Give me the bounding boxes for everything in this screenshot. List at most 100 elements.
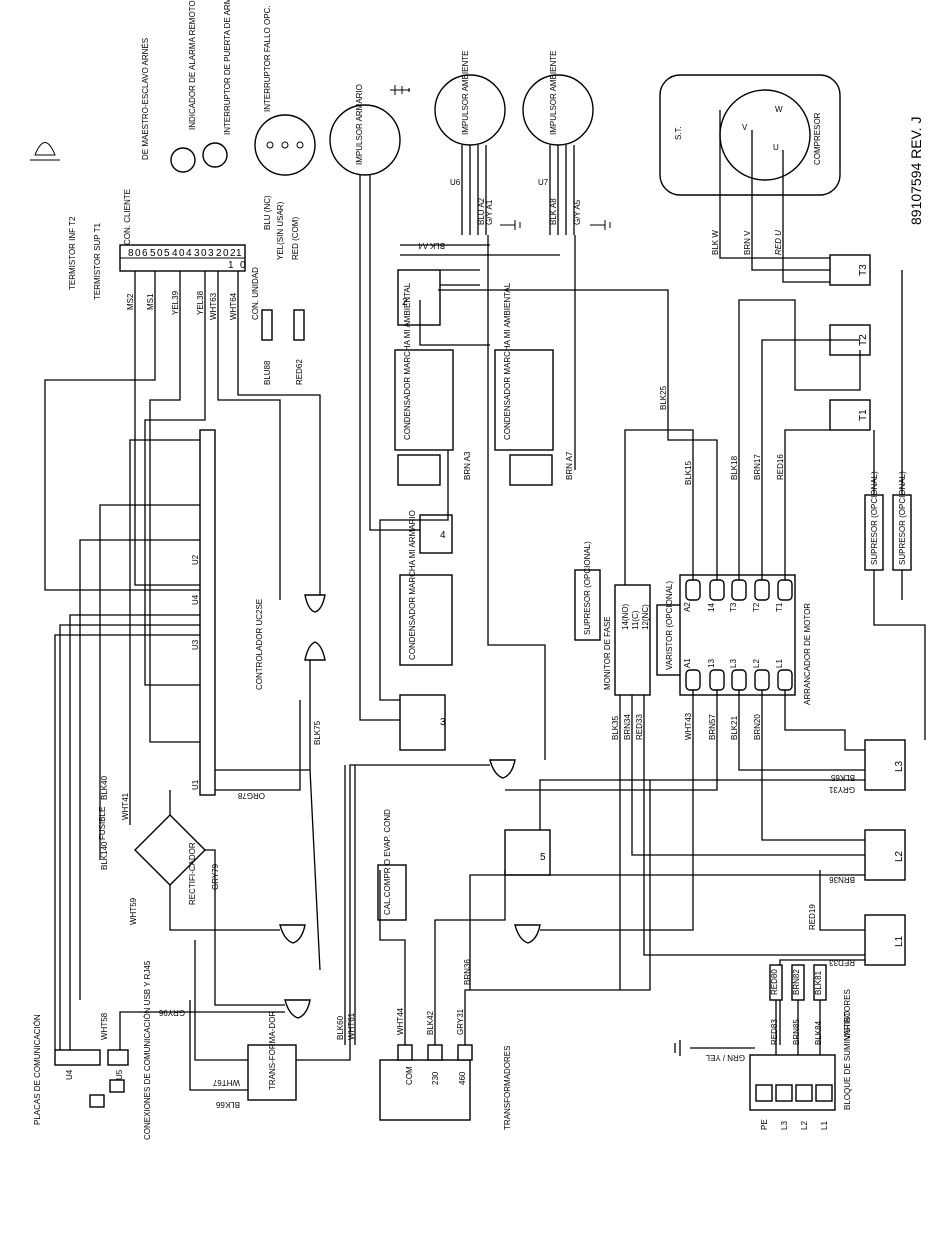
- label-blu-nc: BLU (NC): [263, 195, 272, 230]
- pin-12: 3: [208, 248, 214, 259]
- terminal-u4-comm: U4: [65, 1069, 74, 1080]
- terminal-3: 3: [440, 717, 446, 728]
- terminal-u: U: [773, 143, 779, 152]
- label-blk65: BLK65: [830, 773, 855, 782]
- relay-coil-4: [279, 924, 306, 944]
- alarm-indicator: [170, 147, 196, 173]
- terminal-u5-comm: U5: [115, 1069, 124, 1080]
- terminal-t1: T1: [858, 409, 869, 421]
- varistores-label: VARISTORES: [843, 989, 852, 1040]
- label-blk84: BLK84: [814, 1020, 823, 1045]
- wire-gry31: [464, 780, 651, 1045]
- wire-blk60-wht61: [344, 765, 356, 1045]
- label-wht64: WHT64: [229, 292, 238, 320]
- label-blk18: BLK18: [730, 455, 739, 480]
- wire-a4-a8: [400, 244, 560, 286]
- wire-brn20: [761, 690, 865, 841]
- impulsor-armario-motor: [329, 104, 401, 176]
- fusible-label: FUSIBLE: [98, 807, 107, 840]
- controlador-label: CONTROLADOR UC2SE: [255, 599, 264, 690]
- wire-wht64: [237, 271, 321, 600]
- label-t1: T1: [775, 602, 784, 612]
- terminal-com: COM: [405, 1066, 414, 1085]
- label-org78: ORG78: [237, 791, 265, 800]
- wire-red16: [784, 429, 830, 580]
- con-cliente-label: CON. CLIENTE: [123, 189, 132, 245]
- label-red83: RED83: [770, 1019, 779, 1045]
- transformador-label: TRANS-FORMA-DOR: [268, 1011, 277, 1090]
- label-a1: A1: [683, 658, 692, 668]
- terminal-block-4: [419, 514, 453, 554]
- label-blk140: BLK140: [100, 841, 109, 870]
- terminal-l1: L1: [894, 935, 905, 947]
- condensador-ambiental-2: [494, 349, 554, 451]
- label-blu-a2: BLU A2: [477, 197, 486, 225]
- compressor-label: COMPRESOR: [813, 112, 822, 165]
- label-brn85: BRN85: [792, 1019, 801, 1045]
- label-red-com: RED (COM): [291, 217, 300, 260]
- supresor-opcional-monitor-label: SUPRESOR (OPCIONAL): [583, 541, 592, 635]
- thermistor-sensor-icon: [30, 142, 60, 161]
- label-brn-a7: BRN A7: [565, 451, 574, 480]
- condensador-armario: [399, 574, 453, 666]
- cal-compr-box: [377, 864, 407, 921]
- label-l1: L1: [775, 659, 784, 668]
- wire-brn34: [631, 695, 865, 856]
- supply-label-l2: L2: [800, 1121, 809, 1130]
- wire-red-u: [782, 150, 830, 283]
- transformadores-terminal-230: [427, 1044, 443, 1061]
- contact-14: [709, 579, 725, 601]
- label-t3: T3: [729, 602, 738, 612]
- relay-coil-2: [304, 641, 326, 661]
- condensador-ambiental-2-label: CONDENSADOR MARCHA MI AMBIENTAL: [503, 282, 512, 440]
- supresor-opcional-monitor: [574, 569, 601, 641]
- wire-blk75: [215, 660, 321, 971]
- pin-13: 2: [216, 248, 222, 259]
- supresor-opcional-1-label: SUPRESOR (OPCIONAL): [870, 471, 879, 565]
- supresor-opcional-2-label: SUPRESOR (OPCIONAL): [898, 471, 907, 565]
- label-ms1: MS1: [146, 293, 155, 310]
- label-wht44: WHT44: [396, 1007, 405, 1035]
- label-ms2: MS2: [126, 293, 135, 310]
- label-blk75: BLK75: [313, 720, 322, 745]
- terminal-block-l3: [864, 739, 906, 791]
- supply-terminal-l2: [795, 1084, 813, 1102]
- pin-15: 2: [230, 248, 236, 259]
- label-grn-yel: GRN / YEL: [705, 1053, 745, 1062]
- terminal-460: 460: [458, 1071, 467, 1085]
- wire-brn-v: [751, 130, 830, 271]
- varistor-opcional-label: VARISTOR (OPCIONAL): [665, 581, 674, 670]
- relay-coil-1: [304, 594, 326, 613]
- terminal-u7: U7: [538, 178, 549, 187]
- label-red80: RED80: [770, 969, 779, 995]
- wire-blk40: [99, 504, 200, 860]
- label-blk15: BLK15: [684, 460, 693, 485]
- label-wht58: WHT58: [100, 1012, 109, 1040]
- wire-yel38: [144, 271, 206, 686]
- label-l3: L3: [729, 659, 738, 668]
- conexiones-comunicacion-label: CONEXIONES DE COMUNICACIÓN USB Y RJ45: [143, 960, 152, 1140]
- interruptor-fallo-pin-2: [281, 141, 289, 149]
- label-wht41: WHT41: [121, 792, 130, 820]
- wire-transformador: [189, 764, 490, 1091]
- pin-9: 4: [186, 248, 192, 259]
- label-wht63: WHT63: [209, 292, 218, 320]
- contact-13: [709, 669, 725, 691]
- wire-brn57: [505, 690, 718, 791]
- terminal-t2: T2: [858, 334, 869, 346]
- label-brn-v: BRN V: [743, 230, 752, 255]
- contact-l3: [731, 669, 747, 691]
- monitor-fase: [614, 584, 651, 696]
- wire-wht44: [379, 870, 406, 1045]
- comm-plate-u5: [107, 1049, 129, 1066]
- contact-t3: [731, 579, 747, 601]
- label-blk-a8: BLK A8: [549, 198, 558, 225]
- wire-rectifier: [169, 790, 285, 1006]
- wire-grn-yel-ground: [674, 1040, 755, 1056]
- ground-symbol-2: [500, 220, 521, 230]
- terminal-4: 4: [440, 530, 446, 541]
- label-wht59: WHT59: [129, 897, 138, 925]
- terminal-u6: U6: [450, 178, 461, 187]
- label-blk35: BLK35: [611, 715, 620, 740]
